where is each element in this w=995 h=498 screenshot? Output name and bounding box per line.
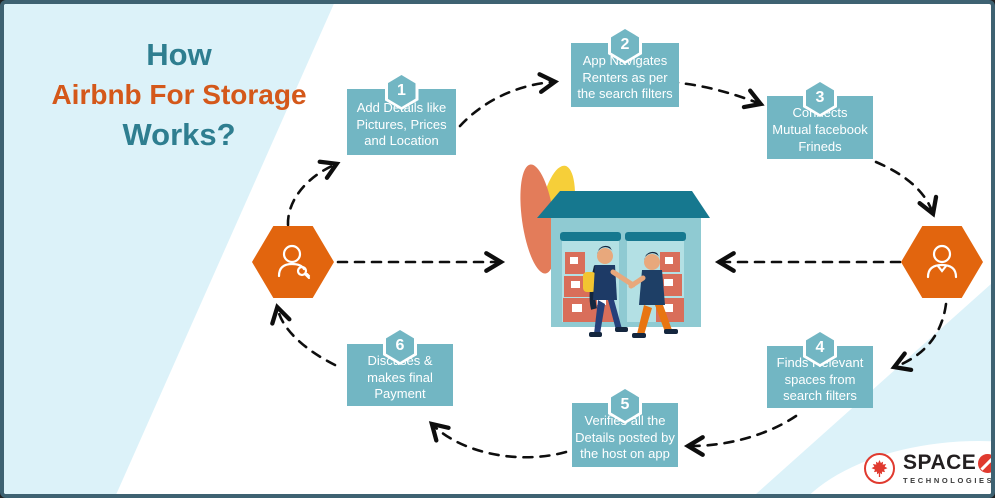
- step-4-box: 4 Finds Relevant spaces from search filt…: [767, 329, 873, 408]
- logo-o-slash-mark: [978, 453, 991, 473]
- host-bag: [583, 272, 596, 292]
- step-4-text: Finds Relevant spaces from search filter…: [776, 354, 864, 404]
- renter-hexagon: [901, 226, 983, 298]
- right-unit-lintel: [625, 232, 686, 241]
- title-line-3: Works?: [122, 116, 236, 152]
- yellow-leaf: [536, 165, 576, 269]
- arrow-step6-to-host: [270, 303, 337, 367]
- step-6-number: 6: [386, 330, 414, 362]
- step-2-box: 2 App Navigates Renters as per the searc…: [571, 26, 679, 107]
- title-line-1: How: [146, 37, 212, 72]
- left-unit-boxes: [563, 252, 614, 322]
- arrow-host-to-step1: [286, 159, 341, 227]
- step-2-number: 2: [611, 29, 639, 61]
- logo-tagline: TECHNOLOGIES: [903, 476, 995, 485]
- left-unit-lintel: [560, 232, 621, 241]
- step-1-number: 1: [387, 75, 416, 107]
- salmon-leaf: [520, 164, 556, 274]
- building-roof: [537, 191, 710, 218]
- renter-person: [628, 251, 678, 338]
- page-title: How Airbnb For Storage Works?: [29, 34, 329, 155]
- host-hexagon: [252, 226, 334, 298]
- left-unit: [562, 232, 619, 322]
- right-unit: [627, 232, 684, 322]
- maple-leaf-icon: [864, 452, 895, 484]
- host-ponytail: [589, 265, 600, 310]
- step-5-box: 5 Verifies all the Details posted by the…: [572, 386, 678, 467]
- right-unit-boxes: [656, 252, 684, 322]
- title-line-2: Airbnb For Storage: [51, 78, 307, 110]
- company-logo: SPACE TECHNOLOGIES: [864, 451, 995, 485]
- step-4-number: 4: [806, 332, 834, 364]
- host-with-key-icon: [277, 244, 311, 280]
- step-2-text: App Navigates Renters as per the search …: [577, 52, 673, 102]
- logo-brand-text: SPACE: [903, 451, 977, 474]
- renter-person-icon: [926, 244, 958, 279]
- step-6-box: 6 Discuses & makes final Payment: [347, 327, 453, 406]
- step-3-box: 3 Connects Mutual facebook Frineds: [767, 79, 873, 159]
- arrow-step4-to-step5: [683, 414, 798, 457]
- arrow-step5-to-step6: [428, 421, 568, 459]
- building-body: [551, 217, 701, 327]
- step-3-number: 3: [806, 82, 834, 114]
- step-1-box: 1 Add Details like Pictures, Prices and …: [347, 72, 456, 155]
- arrow-step3-to-renter: [874, 160, 939, 218]
- host-person: [583, 245, 636, 337]
- step-5-number: 5: [611, 389, 639, 421]
- arrow-step1-to-step2: [458, 72, 560, 128]
